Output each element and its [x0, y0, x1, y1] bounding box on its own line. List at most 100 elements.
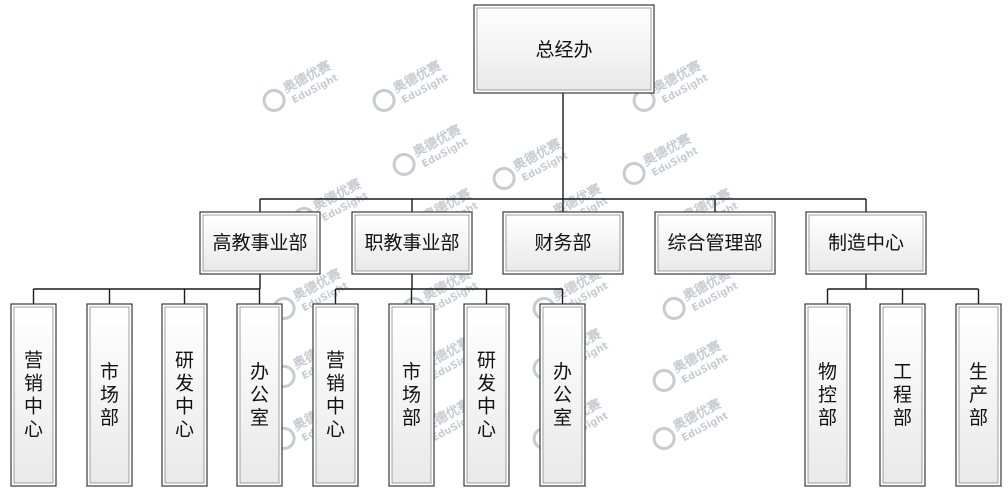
node-unit-label-char: 市: [402, 361, 421, 383]
unit-box-u11-fill: [958, 306, 999, 484]
connector-lines: [32, 93, 980, 304]
node-unit-label-char: 室: [553, 407, 572, 429]
node-unit-label-char: 部: [100, 407, 119, 429]
node-unit-label: 工程部: [893, 361, 912, 429]
node-department-d3: 财务部: [502, 211, 624, 275]
node-unit-label: 研发中心: [175, 350, 194, 441]
node-root: 总经办: [473, 4, 655, 94]
node-unit-label-char: 部: [969, 407, 988, 429]
node-unit-label-char: 中: [477, 396, 496, 418]
unit-box-u5-fill: [315, 306, 356, 484]
watermark-icon: [372, 88, 396, 112]
unit-box-u4-fill: [239, 306, 280, 484]
department-box-d5-fill: [808, 214, 924, 272]
node-unit-label-char: 中: [175, 396, 194, 418]
node-unit-u3: 研发中心: [161, 303, 208, 487]
node-unit-label-char: 研: [477, 350, 496, 372]
node-unit-label: 生产部: [969, 361, 988, 429]
unit-box-u8-fill: [542, 306, 583, 484]
node-unit-label-char: 心: [326, 419, 345, 441]
node-unit-u9: 物控部: [804, 303, 851, 487]
unit-box-u10-fill: [882, 306, 923, 484]
node-unit-label: 营销中心: [326, 350, 345, 441]
unit-box-u7-fill: [466, 306, 507, 484]
node-unit-label-char: 营: [24, 350, 43, 372]
unit-box-u9-fill: [807, 306, 848, 484]
node-unit-label-char: 公: [250, 384, 269, 406]
node-unit-label-char: 中: [24, 396, 43, 418]
watermark-icon: [392, 152, 416, 176]
node-unit-label-char: 心: [477, 419, 496, 441]
node-unit-label-char: 室: [250, 407, 269, 429]
node-unit-u11: 生产部: [955, 303, 1002, 487]
node-unit-label-char: 产: [969, 384, 988, 406]
department-box-d2-fill: [354, 214, 470, 272]
unit-box-u1-fill: [13, 306, 54, 484]
node-unit-label-char: 生: [969, 361, 988, 383]
node-unit-label-char: 办: [553, 361, 572, 383]
node-root-label: 总经办: [535, 39, 592, 61]
watermark-icon: [652, 368, 676, 392]
node-unit-u1: 营销中心: [10, 303, 57, 487]
node-department-label: 高教事业部: [212, 232, 307, 254]
node-unit-u10: 工程部: [879, 303, 926, 487]
node-unit-label-char: 场: [100, 384, 119, 406]
node-unit-u7: 研发中心: [463, 303, 510, 487]
node-unit-u6: 市场部: [388, 303, 435, 487]
node-unit-label-char: 销: [24, 373, 43, 395]
node-unit-label-char: 心: [24, 419, 43, 441]
node-unit-u2: 市场部: [86, 303, 133, 487]
department-box-d4-fill: [657, 214, 773, 272]
node-unit-label-char: 部: [818, 407, 837, 429]
root-box-fill: [476, 7, 652, 91]
watermark-icon: [262, 88, 286, 112]
node-unit-label-char: 销: [326, 373, 345, 395]
unit-box-u6-fill: [391, 306, 432, 484]
node-unit-u4: 办公室: [236, 303, 283, 487]
node-unit-label-char: 控: [818, 384, 837, 406]
node-unit-label-char: 心: [175, 419, 194, 441]
node-unit-label: 市场部: [100, 361, 119, 429]
node-department-d2: 职教事业部: [351, 211, 473, 275]
department-box-d3-fill: [505, 214, 621, 272]
org-nodes: 总经办高教事业部职教事业部财务部综合管理部制造中心营销中心市场部研发中心办公室营…: [10, 4, 1002, 487]
node-department-d1: 高教事业部: [199, 211, 321, 275]
watermark-icon: [662, 296, 686, 320]
node-department-label: 综合管理部: [667, 232, 762, 254]
node-department-label: 职教事业部: [364, 232, 459, 254]
node-unit-label: 办公室: [553, 361, 572, 429]
node-unit-label-char: 研: [175, 350, 194, 372]
node-unit-u5: 营销中心: [312, 303, 359, 487]
node-unit-u8: 办公室: [539, 303, 586, 487]
node-unit-label-char: 办: [250, 361, 269, 383]
watermark-icon: [492, 166, 516, 190]
unit-box-u3-fill: [164, 306, 205, 484]
node-department-label: 制造中心: [828, 232, 904, 254]
node-unit-label-char: 市: [100, 361, 119, 383]
node-unit-label-char: 中: [326, 396, 345, 418]
department-box-d1-fill: [202, 214, 318, 272]
node-unit-label: 物控部: [818, 361, 837, 429]
node-unit-label-char: 发: [175, 373, 194, 395]
node-unit-label-char: 工: [893, 361, 912, 383]
node-unit-label-char: 物: [818, 361, 837, 383]
watermark-icon: [622, 161, 646, 185]
node-unit-label-char: 场: [402, 384, 421, 406]
node-unit-label-char: 营: [326, 350, 345, 372]
node-unit-label: 市场部: [402, 361, 421, 429]
node-unit-label-char: 发: [477, 373, 496, 395]
node-unit-label: 研发中心: [477, 350, 496, 441]
node-unit-label-char: 部: [893, 407, 912, 429]
node-unit-label: 营销中心: [24, 350, 43, 441]
node-department-label: 财务部: [534, 232, 591, 254]
node-unit-label-char: 公: [553, 384, 572, 406]
